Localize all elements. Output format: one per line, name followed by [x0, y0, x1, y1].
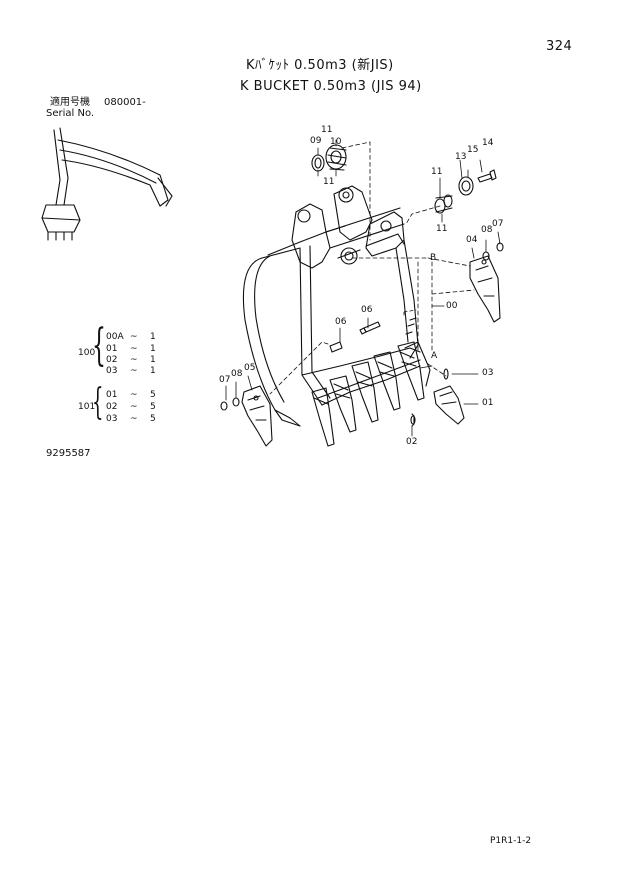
callout-09: 09: [310, 136, 322, 146]
assembly-row-qty: 1: [150, 332, 156, 342]
callout-11-right-bottom: 11: [436, 224, 448, 234]
callout-02: 02: [406, 437, 418, 447]
serial-value: 080001-: [104, 97, 146, 108]
callout-10: 10: [330, 137, 342, 147]
side-cutter-right: [469, 242, 504, 323]
serial-label-en: Serial No.: [46, 108, 95, 119]
figure-number: 9295587: [46, 448, 91, 459]
serial-label-jp: 適用号機: [50, 97, 90, 108]
assembly-row-part: 00A: [106, 332, 124, 342]
assembly-100-id: 100: [78, 348, 96, 358]
callout-06-left: 06: [335, 317, 347, 327]
callout-B: B: [430, 253, 437, 263]
callout-15: 15: [467, 145, 479, 155]
assembly-row-part: 01: [106, 390, 118, 400]
assembly-101-id: 101: [78, 402, 96, 412]
callout-11-left-bottom: 11: [323, 177, 335, 187]
footer-code: P1R1-1-2: [490, 836, 532, 846]
assembly-row-part: 02: [106, 355, 118, 365]
callout-14: 14: [482, 138, 494, 148]
assembly-row-qty: 5: [150, 414, 156, 424]
pin-seal-group-right: [434, 169, 497, 214]
assembly-row-tilde: ~: [130, 390, 138, 400]
callout-04: 04: [466, 235, 478, 245]
assembly-row-tilde: ~: [130, 366, 138, 376]
callout-01: 01: [482, 398, 494, 408]
assembly-row-part: 03: [106, 366, 118, 376]
callout-06-right: 06: [361, 305, 373, 315]
callout-07-left: 07: [219, 375, 231, 385]
assembly-row-qty: 1: [150, 355, 156, 365]
bolts-06: [329, 321, 381, 353]
callout-11-right-top: 11: [431, 167, 443, 177]
assembly-row-qty: 5: [150, 390, 156, 400]
excavator-arm-thumbnail: [41, 127, 173, 241]
assembly-row-part: 03: [106, 414, 118, 424]
brace-101: {: [92, 382, 104, 423]
callout-08-left: 08: [231, 369, 243, 379]
side-cutter-left: [220, 385, 273, 447]
page-number: 324: [546, 39, 573, 54]
brace-100: {: [92, 320, 106, 371]
tooth-01-exploded: [410, 368, 465, 427]
assembly-row-qty: 1: [150, 344, 156, 354]
assembly-row-tilde: ~: [130, 332, 138, 342]
pin-bushing-group-left: [311, 144, 347, 172]
callout-13: 13: [455, 152, 467, 162]
bucket-teeth: [311, 341, 431, 447]
title-japanese: Kﾊﾞｹｯﾄ 0.50m3 (新JIS): [246, 58, 394, 73]
assembly-row-tilde: ~: [130, 344, 138, 354]
assembly-row-qty: 1: [150, 366, 156, 376]
assembly-row-tilde: ~: [130, 355, 138, 365]
callout-07-right: 07: [492, 219, 504, 229]
callout-00: 00: [446, 301, 458, 311]
assembly-row-part: 01: [106, 344, 118, 354]
callout-08-right: 08: [481, 225, 493, 235]
assembly-row-part: 02: [106, 402, 118, 412]
assembly-row-qty: 5: [150, 402, 156, 412]
assembly-row-tilde: ~: [130, 402, 138, 412]
bucket-body: [242, 185, 421, 427]
assembly-row-tilde: ~: [130, 414, 138, 424]
callout-A: A: [431, 351, 438, 361]
title-english: K BUCKET 0.50m3 (JIS 94): [240, 79, 422, 94]
callout-05: 05: [244, 363, 256, 373]
leader-lines: [225, 139, 501, 437]
callout-03: 03: [482, 368, 494, 378]
callout-11-top: 11: [321, 125, 333, 135]
